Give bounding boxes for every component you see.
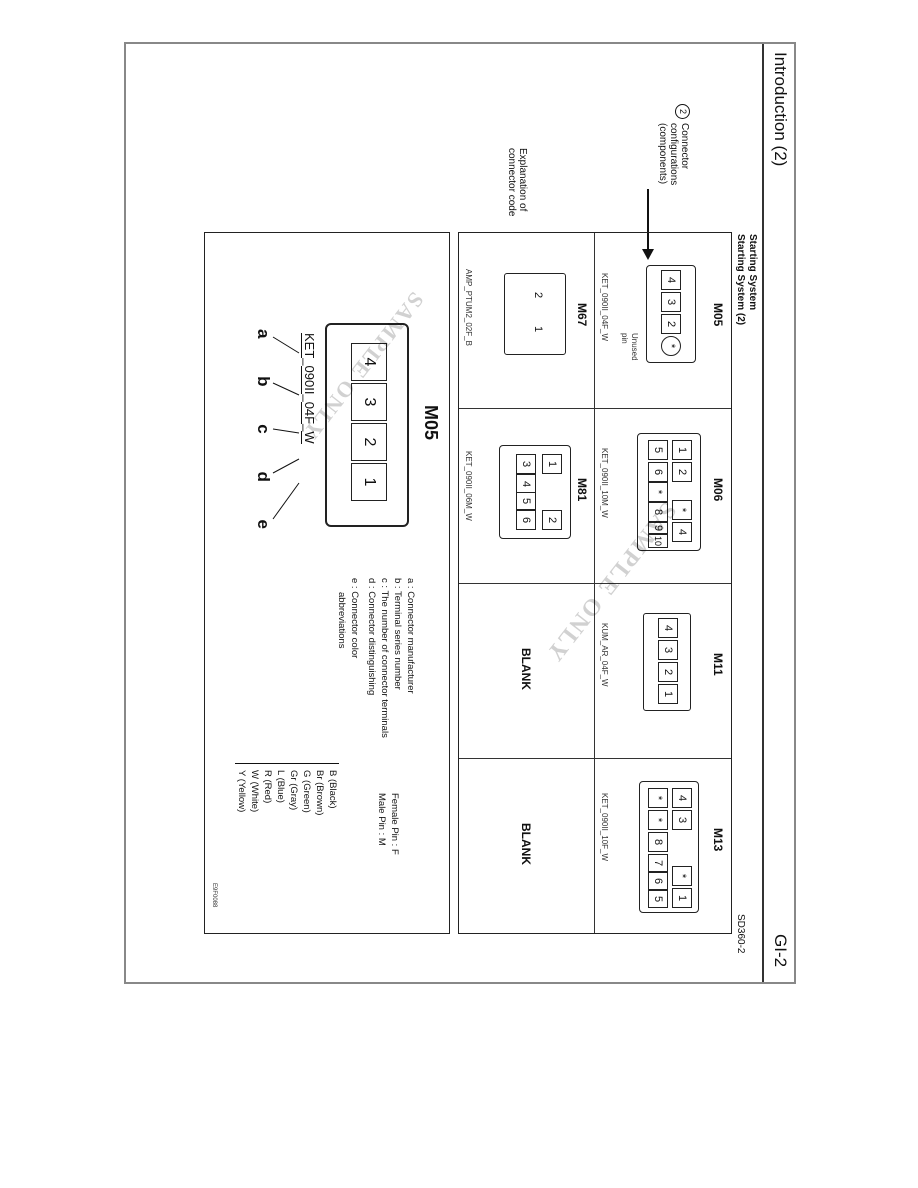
pin: 2	[525, 282, 547, 308]
diagram-id: SD360-2	[735, 914, 746, 954]
explanation-line-1: Explanation of	[517, 148, 528, 212]
pin: 4	[661, 270, 681, 290]
explanation-panel: M05 4 3 2 1 KET_ 090II_ 04F_ W a b c d e	[204, 232, 450, 934]
unused-pin: *	[661, 336, 681, 356]
connector-grid: M05 4 3 2 * Unused pin KET_090II_04F_W M…	[458, 232, 732, 934]
section-title: Starting System	[747, 234, 758, 311]
code-explanations: a : Connector manufacturer b : Terminal …	[335, 578, 417, 738]
explanation-a: a : Connector manufacturer	[405, 578, 416, 694]
connector-m11: 4 3 2 1	[643, 613, 691, 711]
connector-name-m05: M05	[711, 303, 725, 327]
pin: 5	[648, 440, 668, 460]
pin: 5	[648, 890, 668, 908]
pin: 6	[648, 872, 668, 890]
explanation-b: b : Terminal series number	[392, 578, 403, 690]
color-item: Gr (Gray)	[288, 770, 299, 811]
color-item: L (Blue)	[275, 770, 286, 803]
explanation-e: e : Connector color	[349, 578, 360, 659]
callout-explanation: Explanation of connector code	[506, 148, 528, 216]
connector-m81: 1 2 3 4 5 6	[499, 445, 571, 539]
connector-m67: 2 1	[504, 273, 566, 355]
connector-m05: 4 3 2 *	[646, 265, 696, 363]
pin: 1	[672, 440, 692, 460]
connector-name-m67: M67	[575, 303, 589, 327]
pin: *	[672, 866, 692, 886]
pin: 6	[648, 462, 668, 482]
connector-name-m11: M11	[711, 653, 725, 676]
connector-name-m06: M06	[711, 478, 725, 502]
color-item: Y (Yellow)	[236, 770, 247, 813]
pin: 2	[672, 462, 692, 482]
pin: 4	[516, 474, 536, 494]
connector-code-m11: KUM_AR_04F_W	[600, 623, 609, 687]
pin: 1	[658, 684, 678, 704]
pin: 3	[672, 810, 692, 830]
pin: 1	[542, 454, 562, 474]
color-list: B (Black) Br (Brown) G (Green) Gr (Gray)…	[235, 763, 339, 816]
explanation-e-line-2: abbreviations	[336, 592, 347, 649]
explanation-line-2: connector code	[506, 148, 517, 217]
note-line: Unused	[630, 333, 639, 361]
pin: *	[648, 810, 668, 830]
color-item: G (Green)	[301, 770, 312, 813]
pin: *	[648, 788, 668, 808]
explanation-d: d : Connector distinguishing	[366, 578, 377, 696]
note-line: pin	[620, 333, 629, 344]
pin: 1	[672, 888, 692, 908]
pin-type-male: Male Pin : M	[376, 793, 387, 846]
pin-types: Female Pin : F Male Pin : M	[375, 793, 401, 855]
figure-id: E9F0088	[211, 883, 217, 908]
pin: 3	[661, 292, 681, 312]
blank-cell-label: BLANK	[519, 648, 533, 690]
unused-pin-note: Unused pin	[619, 333, 639, 361]
pin: 4	[672, 788, 692, 808]
connector-name-m13: M13	[711, 828, 725, 852]
code-pointer-lines	[272, 336, 300, 520]
pin: 2	[542, 510, 562, 530]
connector-code-m81: KET_090II_06M_W	[464, 451, 473, 521]
grid-vline-3	[459, 758, 731, 759]
pin: 2	[658, 662, 678, 682]
grid-vline-1	[459, 408, 731, 409]
connector-code-m06: KET_090II_10M_W	[600, 448, 609, 518]
manual-page: Introduction (2) GI-2 2 Connector config…	[124, 42, 796, 984]
callout-arrow	[642, 189, 654, 260]
subsection-title: Starting System (2)	[735, 234, 746, 326]
connector-code-m13: KET_090II_10F_W	[600, 793, 609, 862]
pin: 2	[661, 314, 681, 334]
pin: 4	[672, 522, 692, 542]
color-item: B (Black)	[327, 770, 338, 809]
explanation-c: c : The number of connector terminals	[379, 578, 390, 738]
pin: 5	[516, 492, 536, 510]
color-item: Br (Brown)	[314, 770, 325, 816]
pin-type-female: Female Pin : F	[389, 793, 400, 855]
blank-cell-label: BLANK	[519, 823, 533, 865]
color-item: R (Red)	[262, 770, 273, 804]
pin: 3	[658, 640, 678, 660]
pin: 3	[516, 454, 536, 474]
pin: 6	[516, 510, 536, 530]
connector-code-m67: AMP_PTUM2_02F_B	[464, 269, 473, 346]
pin: 7	[648, 854, 668, 872]
rotated-page-content: Introduction (2) GI-2 2 Connector config…	[126, 44, 794, 982]
connector-name-m81: M81	[575, 478, 589, 502]
color-item: W (White)	[249, 770, 260, 813]
pin: 4	[658, 618, 678, 638]
pin: 8	[648, 832, 668, 852]
connector-m13: 4 3 * 1 * * 8 7 6 5	[639, 781, 699, 913]
pin: 1	[525, 316, 547, 342]
connector-code-m05: KET_090II_04F_W	[600, 273, 609, 342]
